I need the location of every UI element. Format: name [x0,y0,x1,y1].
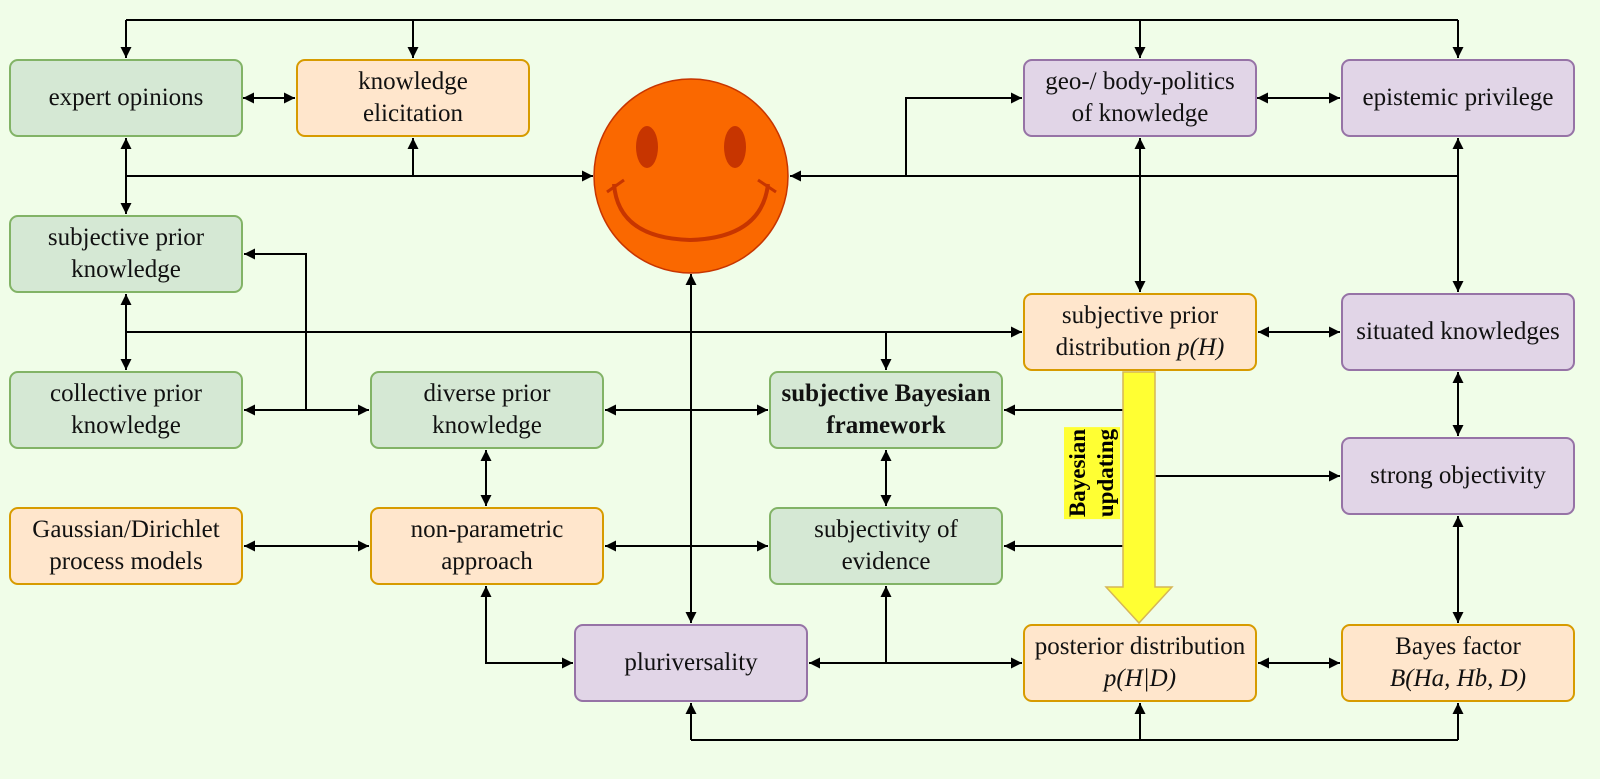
node-label-line-1: posterior distribution [1034,633,1246,660]
node-knowledge-elicitation: knowledge elicitation [296,59,530,137]
node-label-line-2: distribution p(H) [1056,332,1225,364]
node-label-line-2: framework [826,412,946,439]
node-subjective-prior-distribution: subjective prior distribution p(H) [1023,293,1257,371]
node-label-line-1: non-parametric [410,516,564,543]
node-label-line-1: Bayes factor [1395,633,1521,660]
node-label-line-2: of knowledge [1071,100,1209,127]
node-label-line-2: approach [441,548,533,575]
smiley-face-icon [593,78,789,274]
node-label-line-1: subjective prior [47,224,205,251]
node-posterior-distribution: posterior distribution p(H|D) [1023,624,1257,702]
node-label-text: distribution [1055,334,1171,361]
node-label-line-2: knowledge [71,256,181,283]
node-label-line-1: subjectivity of [814,516,958,543]
edge-nonparam-pluri [480,586,573,669]
edge-right-hub-geo [905,92,1022,176]
node-collective-prior-knowledge: collective prior knowledge [9,371,243,449]
node-label-line-2: evidence [841,548,931,575]
node-gaussian-dirichlet: Gaussian/Dirichlet process models [9,507,243,585]
node-subjective-bayesian-framework: subjective Bayesian framework [769,371,1003,449]
node-strong-objectivity: strong objectivity [1341,437,1575,515]
node-label-line-2: knowledge [71,412,181,439]
math-p-of-h-given-d: p(H|D) [1103,665,1177,692]
node-label-line-1: subjective prior [1061,302,1219,329]
node-label: strong objectivity [1370,462,1546,489]
node-label: pluriversality [624,649,758,676]
node-subjective-prior-knowledge: subjective prior knowledge [9,215,243,293]
node-label: situated knowledges [1356,318,1560,345]
node-label-line-2: knowledge [432,412,542,439]
node-pluriversality: pluriversality [574,624,808,702]
node-diverse-prior-knowledge: diverse prior knowledge [370,371,604,449]
math-p-of-h: p(H) [1177,334,1225,361]
node-label-line-1: Gaussian/Dirichlet [32,516,220,543]
bayesian-updating-label: Bayesian updating [1062,408,1122,538]
math-bayes-factor: B(Ha, Hb, D) [1389,665,1527,692]
node-non-parametric-approach: non-parametric approach [370,507,604,585]
node-subjectivity-of-evidence: subjectivity of evidence [769,507,1003,585]
node-label-line-2: process models [49,548,203,575]
edge-spk-diverse [244,248,307,410]
node-expert-opinions: expert opinions [9,59,243,137]
node-label-line-1: subjective Bayesian [781,380,991,407]
node-epistemic-privilege: epistemic privilege [1341,59,1575,137]
node-label: expert opinions [48,84,204,111]
node-label-line-1: diverse prior [423,380,551,407]
node-label-line-2: elicitation [363,100,463,127]
bayesian-updating-arrow [1104,371,1174,625]
node-label-line-1: geo-/ body-politics [1045,68,1235,95]
updating-label-line-2: updating [1092,426,1120,520]
node-geo-body-politics: geo-/ body-politics of knowledge [1023,59,1257,137]
updating-label-line-1: Bayesian [1064,426,1092,520]
node-label-line-1: knowledge [358,68,468,95]
node-label: epistemic privilege [1362,84,1554,111]
node-label-line-1: collective prior [49,380,202,407]
node-bayes-factor: Bayes factor B(Ha, Hb, D) [1341,624,1575,702]
node-situated-knowledges: situated knowledges [1341,293,1575,371]
